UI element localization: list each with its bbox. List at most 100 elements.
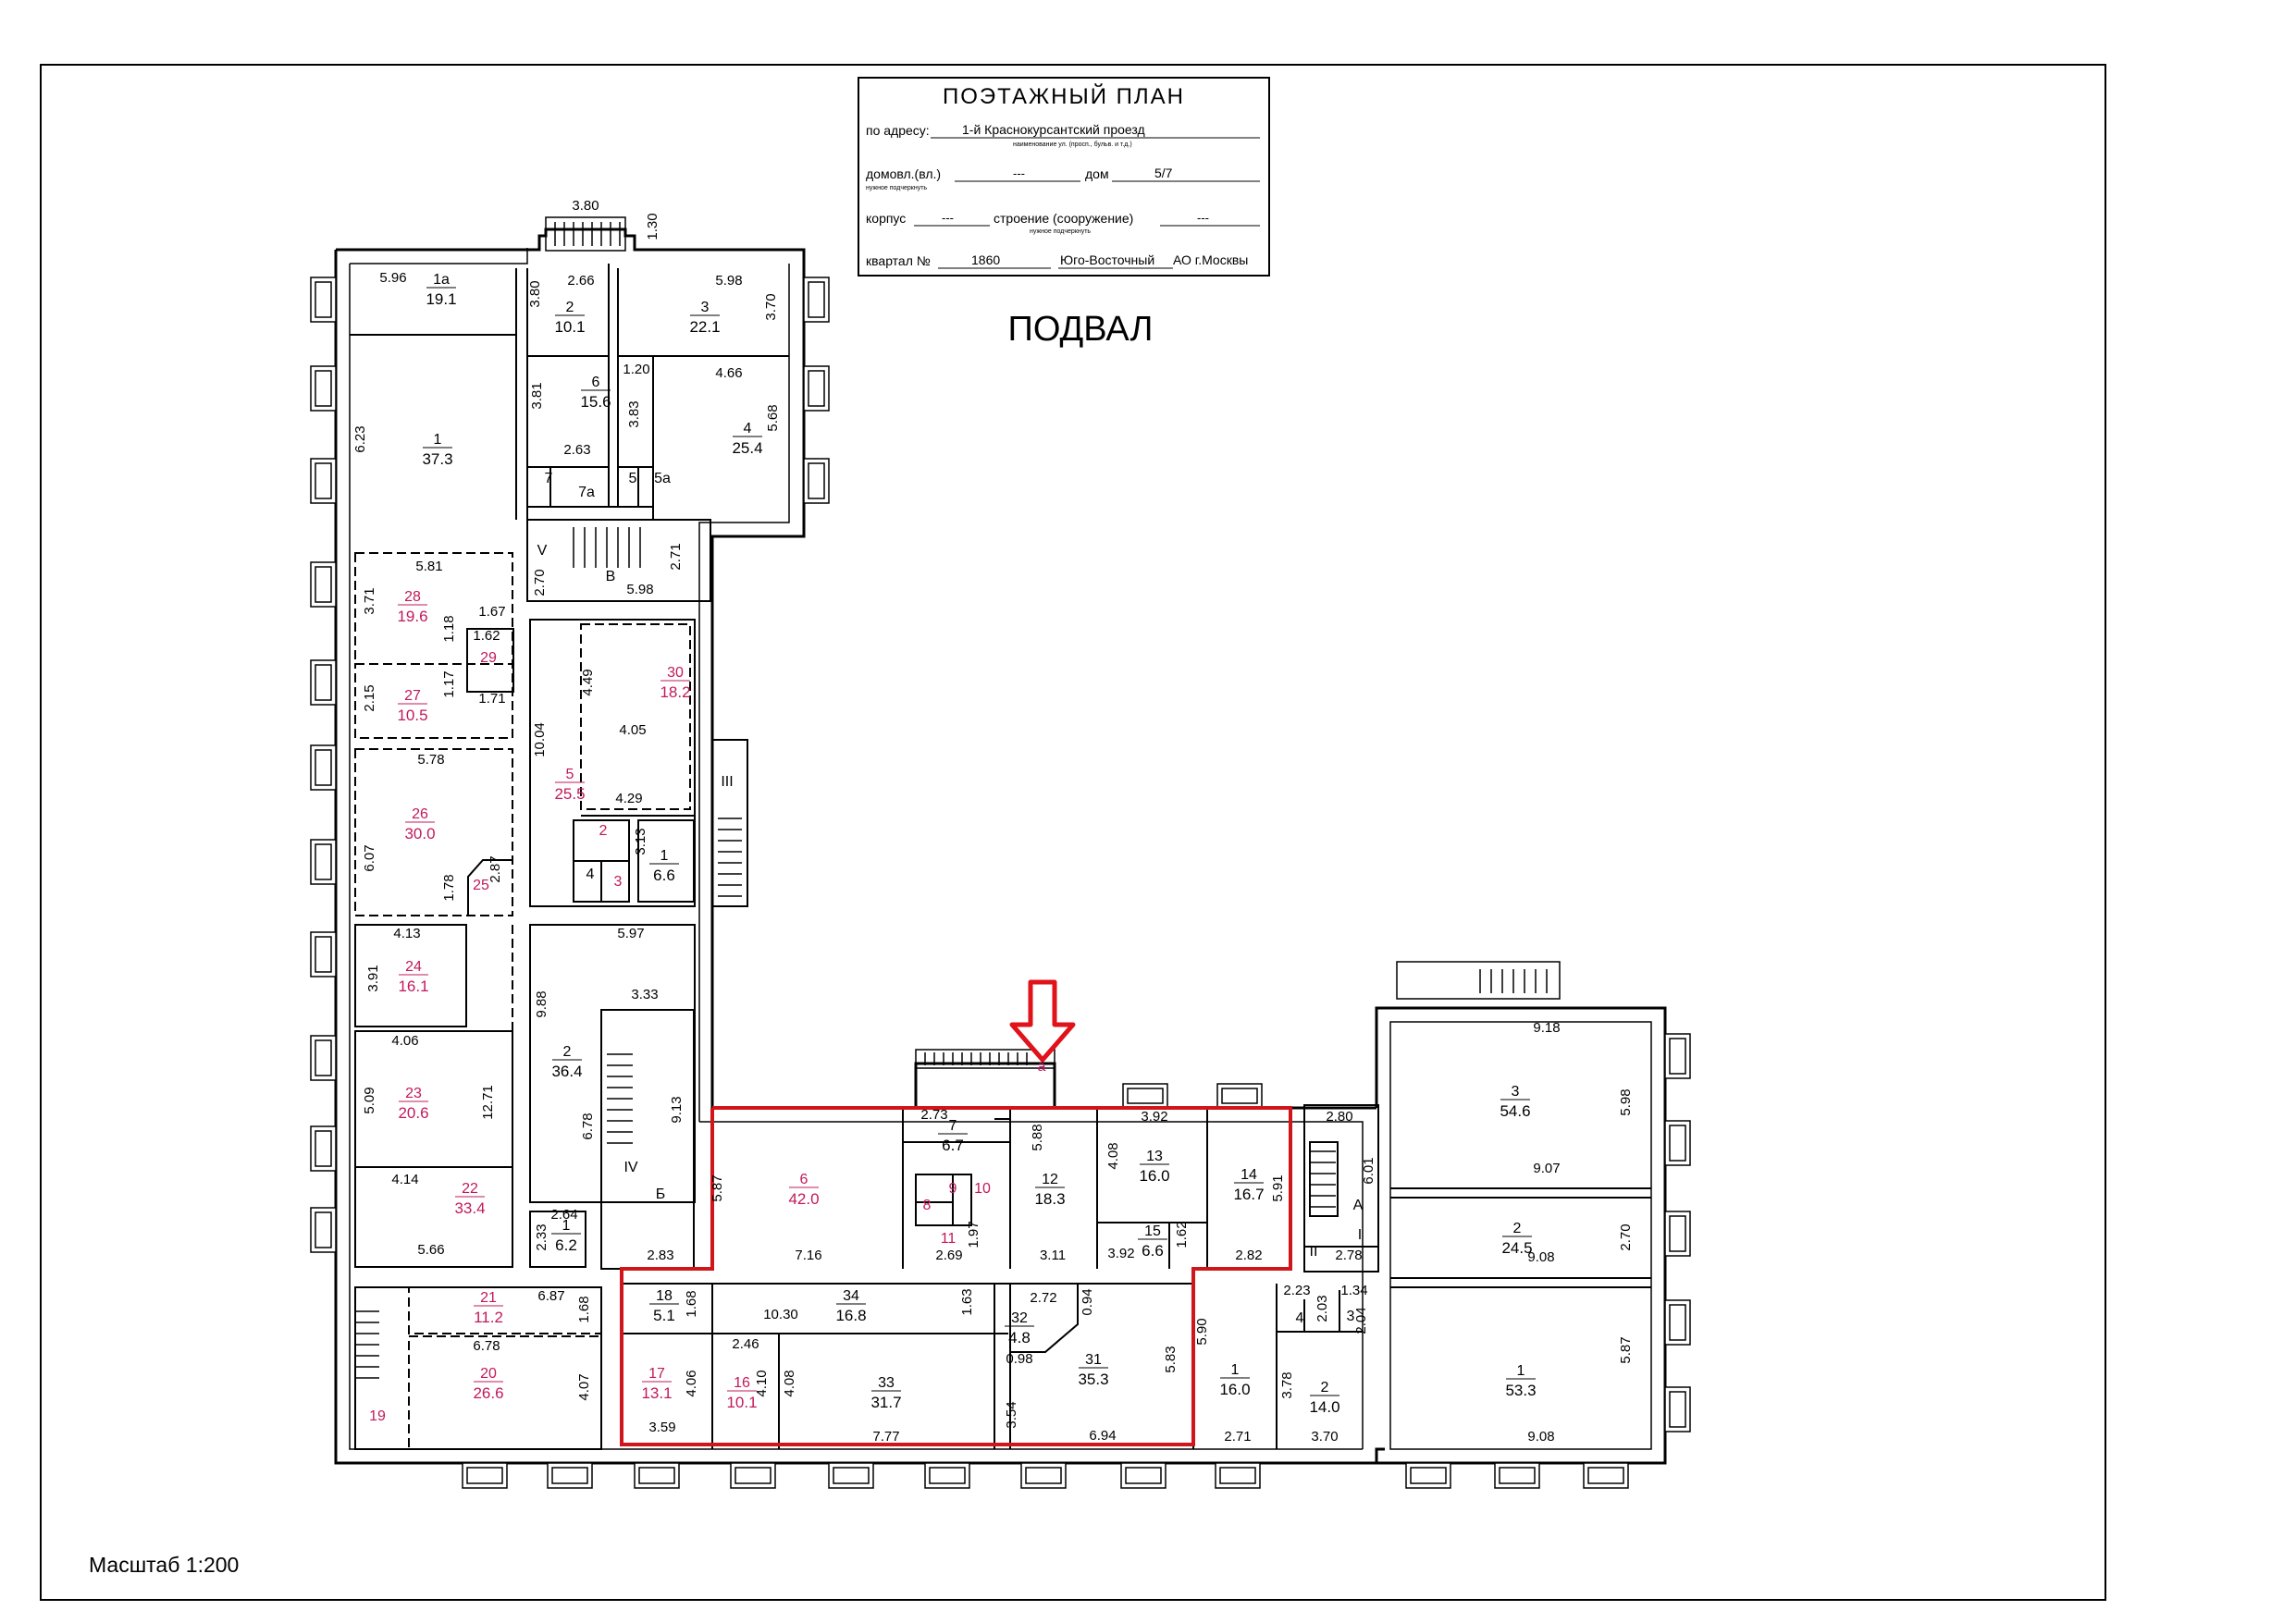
dimension-label: 3.70 <box>1311 1429 1338 1445</box>
room-number: 1 <box>1231 1362 1240 1378</box>
room-number: 2 <box>563 1044 572 1060</box>
dimension-label: 5.96 <box>379 270 406 286</box>
dimension-label: 6.78 <box>473 1338 500 1354</box>
room-number: 10 <box>974 1181 991 1197</box>
room-area: 37.3 <box>422 450 452 468</box>
dimension-label: 1.68 <box>684 1290 699 1317</box>
dimension-label: 2.04 <box>1353 1307 1369 1334</box>
room-area: 6.2 <box>555 1236 577 1254</box>
dimension-label: 2.87 <box>488 855 503 882</box>
dimension-label: 5.98 <box>715 273 742 289</box>
room-number: а <box>1038 1059 1046 1075</box>
dimension-label: 5.88 <box>1030 1124 1045 1150</box>
room-number: В <box>606 569 616 584</box>
dimension-label: 4.49 <box>580 669 596 695</box>
dimension-label: 6.23 <box>352 425 368 452</box>
highlight-outline <box>620 1106 1292 1446</box>
dimension-label: 2.46 <box>732 1336 759 1352</box>
dimension-label: 4.05 <box>619 722 646 738</box>
dimension-label: 2.73 <box>920 1107 947 1123</box>
dimension-label: 2.78 <box>1335 1248 1362 1263</box>
dimension-label: 4.06 <box>391 1033 418 1049</box>
dimension-label: 3.92 <box>1141 1109 1167 1125</box>
stamp-underline-hint2: нужное подчеркнуть <box>1030 228 1091 235</box>
dimension-label: 2.70 <box>532 569 548 596</box>
room-area: 16.8 <box>835 1307 866 1324</box>
stamp-domovl-value: --- <box>1013 166 1025 180</box>
room-area: 33.4 <box>454 1199 485 1217</box>
room-number: 4 <box>586 867 595 882</box>
dimension-label: 5.83 <box>1163 1346 1179 1372</box>
dimension-label: 1.30 <box>645 213 660 240</box>
dimension-label: 3.91 <box>365 965 381 991</box>
dimension-label: 5.09 <box>362 1087 377 1113</box>
room-area: 31.7 <box>870 1394 901 1411</box>
room-number: 6 <box>800 1172 809 1187</box>
room-number: 31 <box>1085 1352 1102 1368</box>
stamp-underline-hint: нужное подчеркнуть <box>866 185 927 191</box>
room-number: А <box>1353 1198 1364 1213</box>
room-number: 27 <box>404 688 421 704</box>
dimension-label: 9.13 <box>669 1096 685 1123</box>
room-number: 7а <box>578 485 595 500</box>
stamp-title: ПОЭТАЖНЫЙ ПЛАН <box>943 83 1185 109</box>
room-number: 28 <box>404 589 421 605</box>
dimension-label: 2.64 <box>550 1207 577 1223</box>
dimension-label: 5.66 <box>417 1242 444 1258</box>
dimension-label: 1.34 <box>1340 1283 1367 1298</box>
dimension-label: 3.11 <box>1040 1248 1066 1263</box>
dimension-label: 3.33 <box>631 987 658 1002</box>
room-number: 3 <box>1347 1309 1355 1324</box>
dimension-label: 2.80 <box>1326 1109 1352 1125</box>
dimension-label: 2.72 <box>1030 1290 1056 1306</box>
room-number: 18 <box>656 1288 673 1304</box>
room-number: 3 <box>701 300 710 315</box>
dimension-label: 1.62 <box>1174 1221 1190 1248</box>
dimension-label: 2.33 <box>534 1223 549 1250</box>
room-number: 21 <box>480 1290 497 1306</box>
room-area: 4.8 <box>1008 1329 1031 1346</box>
dimension-label: 2.82 <box>1235 1248 1262 1263</box>
room-number: 2 <box>1321 1380 1329 1396</box>
room-area: 14.0 <box>1309 1398 1339 1416</box>
room-number: 2 <box>566 300 574 315</box>
dimension-label: 9.88 <box>534 990 549 1017</box>
dimension-label: 12.71 <box>480 1085 496 1120</box>
room-number: 8 <box>923 1198 932 1213</box>
dimension-label: 2.71 <box>668 543 684 570</box>
room-number: 6 <box>592 375 600 390</box>
room-number: 11 <box>941 1231 957 1247</box>
dimension-label: 1.71 <box>478 691 505 707</box>
dimension-label: 5.87 <box>710 1174 725 1201</box>
dimension-label: 4.07 <box>576 1373 592 1400</box>
room-number: 16 <box>734 1375 750 1391</box>
room-number: 14 <box>1241 1167 1257 1183</box>
room-area: 53.3 <box>1505 1382 1536 1399</box>
room-area: 35.3 <box>1078 1371 1108 1388</box>
dimension-label: 9.08 <box>1527 1429 1554 1445</box>
dimension-label: 5.81 <box>415 559 442 574</box>
stamp-kvartal-label: квартал № <box>866 253 931 268</box>
dimension-label: 1.97 <box>966 1221 981 1248</box>
room-area: 36.4 <box>551 1063 582 1080</box>
room-area: 15.6 <box>580 393 611 411</box>
stamp-address-label: по адресу: <box>866 123 930 138</box>
room-number: 15 <box>1144 1223 1161 1239</box>
room-area: 10.1 <box>554 318 585 336</box>
dimension-label: 9.07 <box>1533 1161 1560 1176</box>
room-area: 42.0 <box>788 1190 819 1208</box>
dimension-label: 2.15 <box>362 684 377 711</box>
room-number: 9 <box>949 1181 957 1197</box>
room-area: 18.3 <box>1034 1190 1065 1208</box>
dimension-label: 5.78 <box>417 752 444 768</box>
room-number: 22 <box>462 1181 478 1197</box>
dimension-label: 4.29 <box>615 791 642 806</box>
dimension-label: 3.13 <box>633 828 648 855</box>
stamp-dom-label: дом <box>1085 166 1109 181</box>
dimension-label: 5.98 <box>1618 1088 1634 1115</box>
dimension-label: 9.18 <box>1533 1020 1560 1036</box>
room-area: 11.2 <box>474 1309 503 1326</box>
room-number: 7 <box>545 471 553 486</box>
